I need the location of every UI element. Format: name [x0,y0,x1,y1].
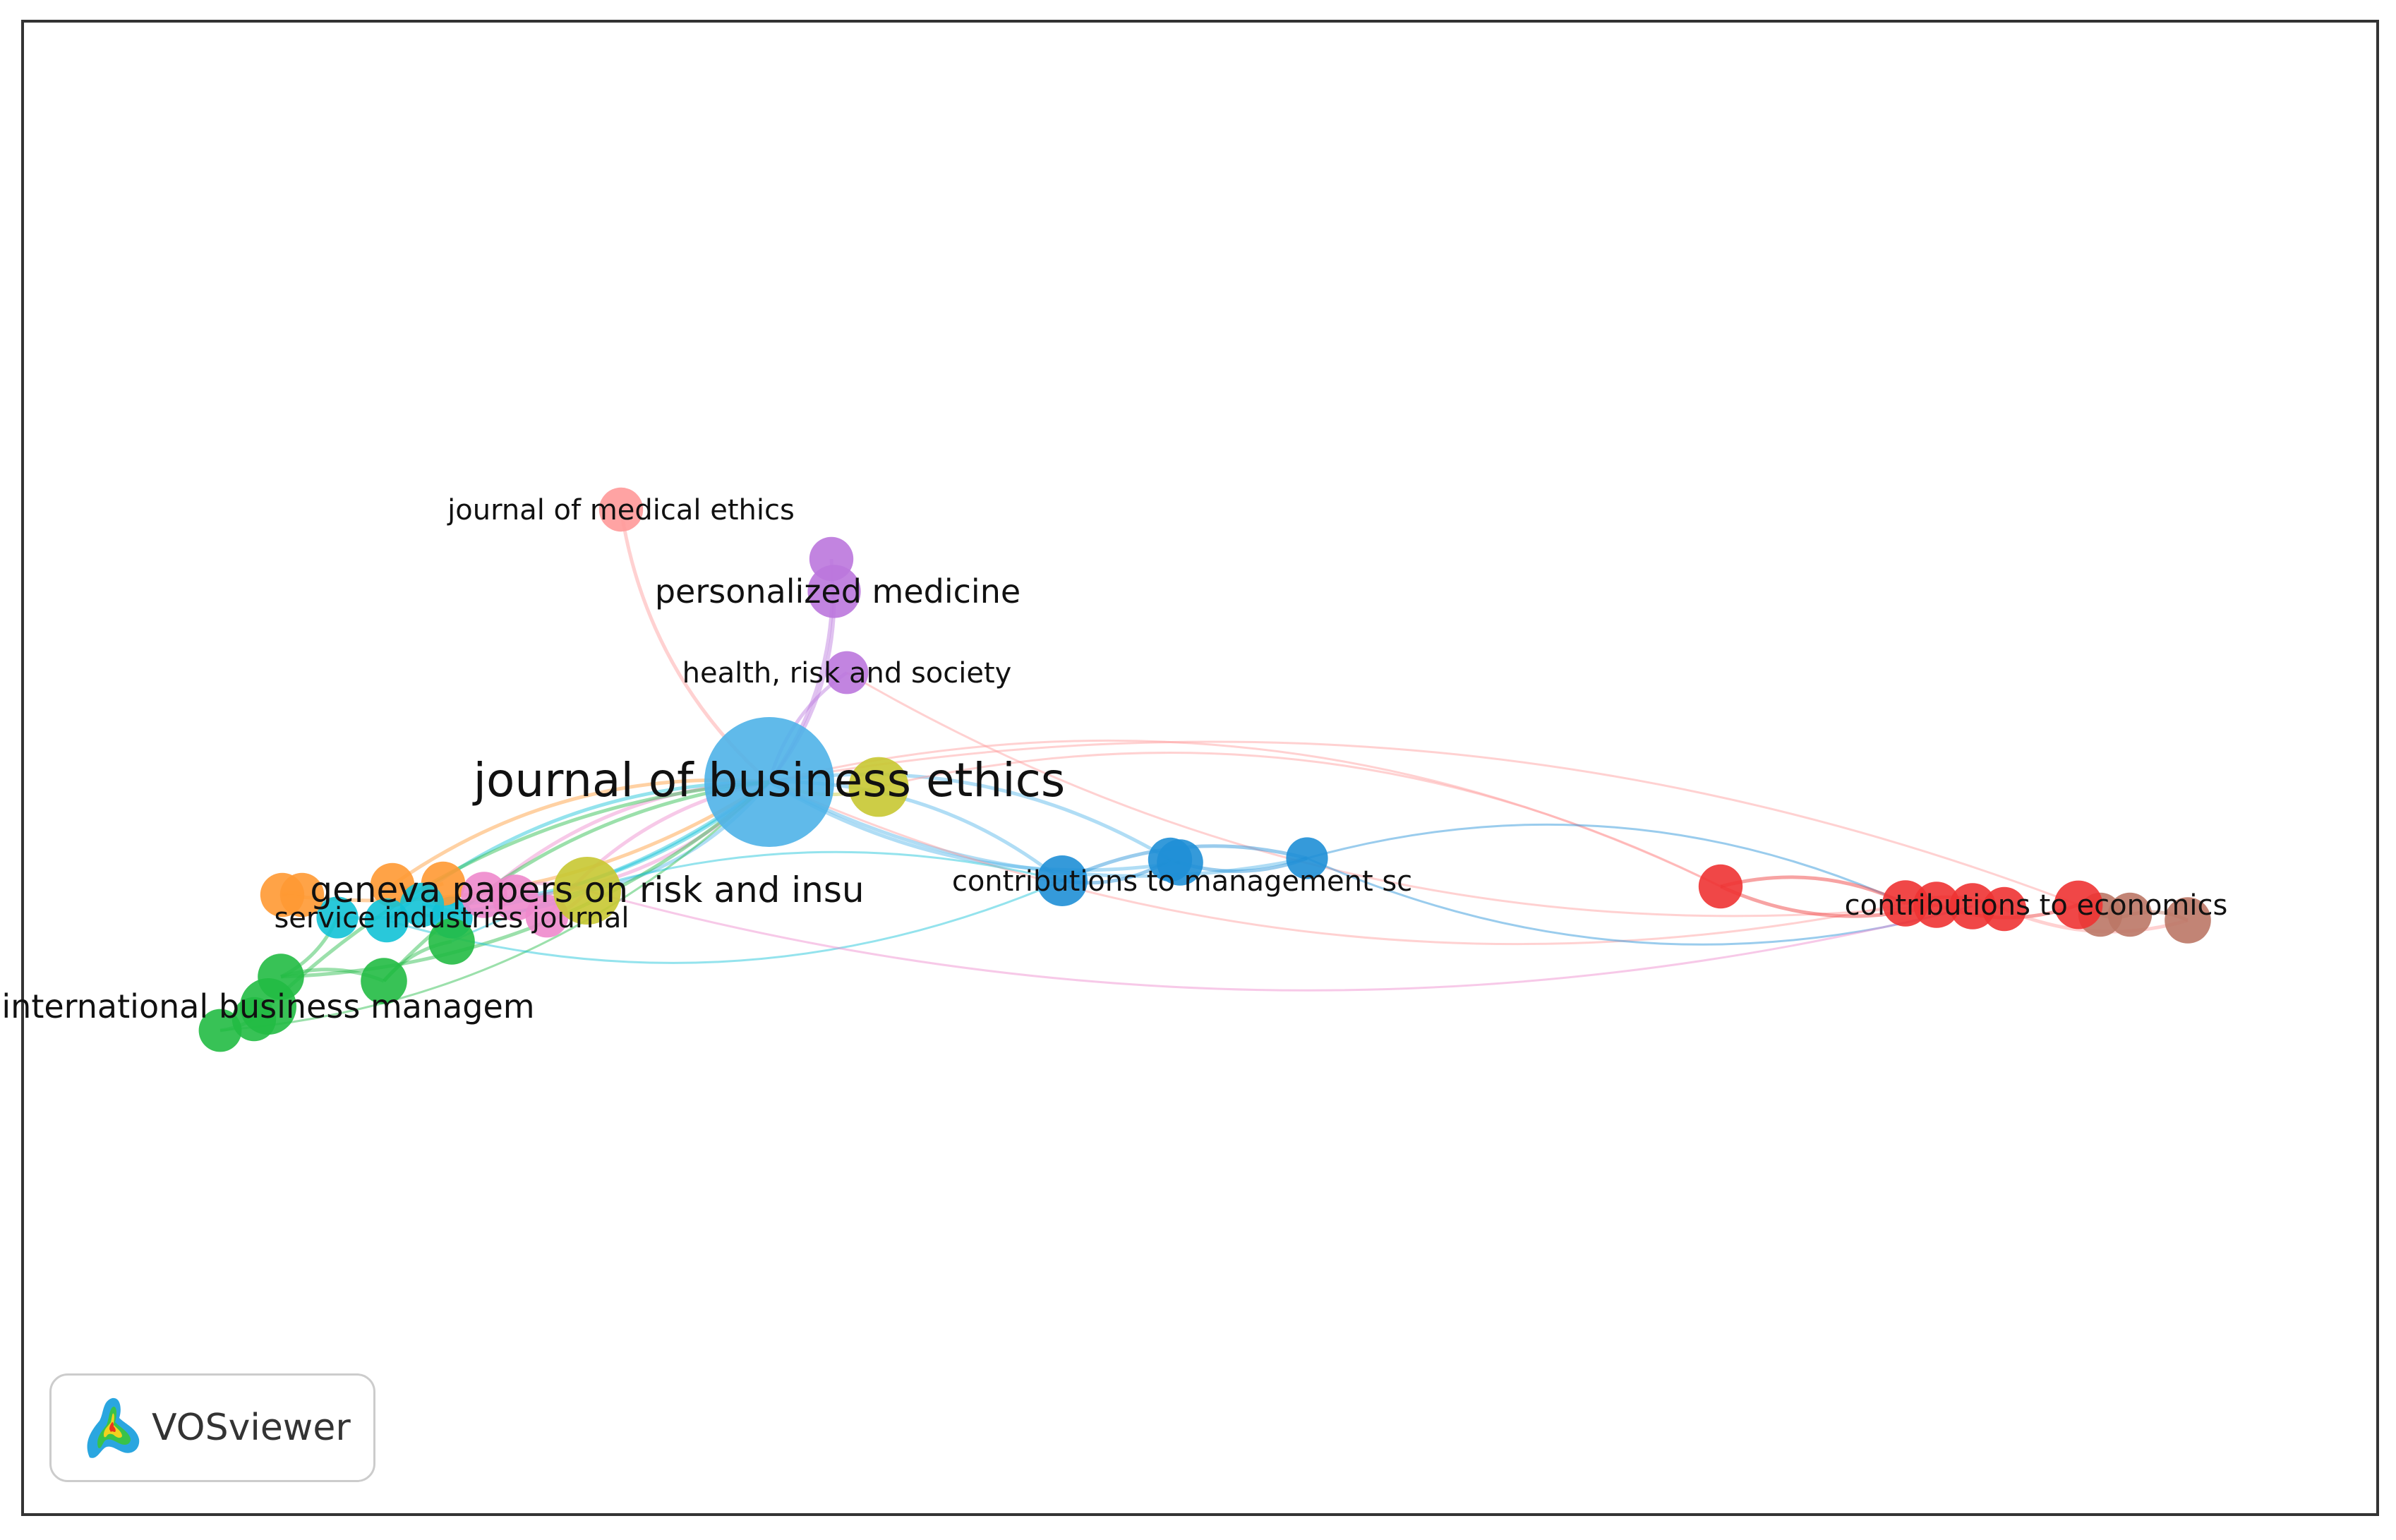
node-jme[interactable] [598,487,644,532]
vosviewer-badge[interactable]: VOSviewer [49,1373,375,1482]
link-jbe-r1 [769,739,1721,888]
link-jbe-cte [769,740,2079,906]
link-b3-r4 [1306,857,1973,946]
node-br3[interactable] [2165,897,2211,944]
node-c3[interactable] [399,882,445,927]
node-label-jme: journal of medical ethics [447,494,795,527]
link-jbe-b3 [768,780,1308,878]
link-jbe-r2 [769,781,1906,946]
node-layer [198,487,2211,1052]
link-b3-r2 [1306,823,1906,905]
node-r1[interactable] [1698,864,1743,909]
node-label-ctm: contributions to management sc [952,865,1412,898]
node-cte[interactable] [2054,880,2103,930]
link-hrs-r3 [846,671,1937,918]
node-c2[interactable] [364,898,409,943]
node-b3[interactable] [1286,837,1328,879]
node-y2[interactable] [848,757,909,817]
node-c1[interactable] [316,896,359,939]
link-jbe-o1 [282,780,771,903]
node-label-ibm: international business managem [1,987,534,1025]
node-hrs[interactable] [825,651,869,694]
node-label-gpri: geneva papers on risk and insu [310,870,864,910]
node-g2[interactable] [361,958,407,1004]
vosviewer-logo-icon [87,1397,140,1458]
node-pk2[interactable] [492,874,538,921]
node-gpri[interactable] [553,857,621,925]
node-ctm[interactable] [1037,855,1088,906]
node-r4[interactable] [1949,883,1996,930]
node-b1[interactable] [1157,839,1203,886]
link-jbe-g3 [219,781,771,1032]
node-r3[interactable] [1913,882,1960,928]
link-gpri-r4 [586,889,1973,992]
node-br2[interactable] [2107,892,2153,937]
node-label-pm: personalized medicine [655,572,1021,610]
node-label-cte: contributions to economics [1845,889,2228,922]
link-y2-r1 [878,752,1721,888]
link-jbe-ibm [267,780,770,1008]
vosviewer-title: VOSviewer [152,1407,351,1449]
network-canvas[interactable] [21,20,2379,1516]
node-pm[interactable] [807,565,861,618]
node-jbe[interactable] [704,717,834,847]
label-layer: journal of business ethics geneva papers … [1,494,2227,1025]
link-r1-r2 [1720,875,1907,906]
link-ctm-c2 [386,879,1063,964]
node-o2[interactable] [279,872,325,918]
node-ibm[interactable] [240,978,296,1035]
node-label-jbe: journal of business ethics [472,753,1066,807]
node-g4[interactable] [428,918,475,965]
node-label-sij: service industries journal [274,902,629,934]
node-label-hrs: health, risk and society [682,657,1012,690]
node-g3[interactable] [198,1009,242,1052]
